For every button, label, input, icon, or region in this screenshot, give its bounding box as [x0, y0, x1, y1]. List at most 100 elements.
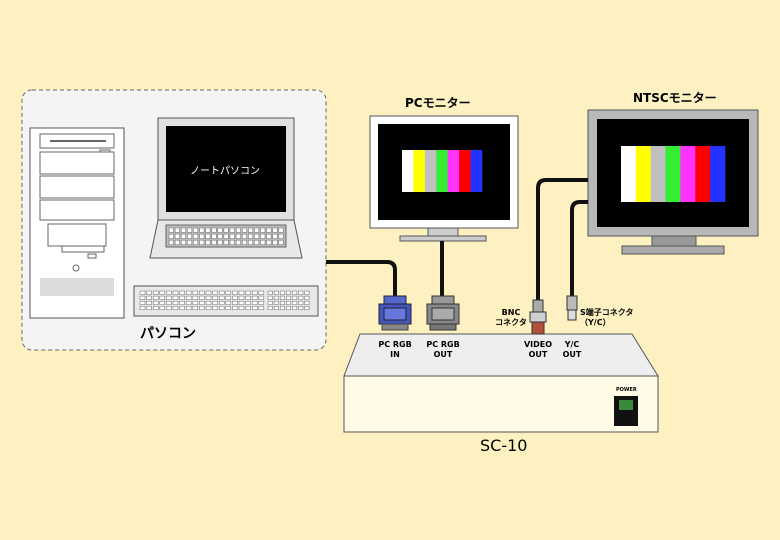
key: [260, 233, 266, 239]
key: [180, 227, 186, 233]
ntsc-monitor-color-bars: [621, 146, 726, 202]
key: [272, 227, 278, 233]
key: [241, 227, 247, 233]
key: [251, 295, 258, 300]
key: [272, 233, 278, 239]
cables: [326, 178, 588, 300]
key: [232, 300, 238, 305]
key: [199, 290, 205, 295]
key: [211, 227, 217, 233]
key: [235, 227, 241, 233]
key: [258, 295, 265, 300]
key: [304, 306, 310, 311]
key: [159, 300, 166, 305]
key: [279, 290, 285, 295]
key: [159, 295, 166, 300]
key: [225, 290, 232, 295]
key: [238, 306, 245, 311]
s-terminal-label: S端子コネクタ （Y/C）: [580, 308, 633, 328]
key: [146, 300, 152, 305]
key: [278, 239, 284, 245]
key: [193, 227, 199, 233]
key: [278, 227, 284, 233]
bnc-line2: コネクタ: [495, 318, 527, 327]
key: [235, 239, 241, 245]
key: [278, 233, 284, 239]
color-bar: [665, 146, 681, 202]
color-bar: [459, 150, 471, 192]
key: [218, 290, 225, 295]
key: [168, 227, 174, 233]
key: [292, 306, 298, 311]
key: [292, 295, 298, 300]
key: [273, 306, 279, 311]
key: [266, 239, 272, 245]
key: [185, 290, 192, 295]
s-terminal-line2: （Y/C）: [580, 318, 611, 327]
s-terminal-line1: S端子コネクタ: [580, 308, 634, 317]
bnc-line1: BNC: [501, 308, 521, 317]
key: [235, 233, 241, 239]
key: [192, 295, 199, 300]
key: [298, 290, 304, 295]
pc-rgb-in-line1: PC RGB: [378, 340, 412, 349]
key: [152, 290, 159, 295]
key: [205, 239, 211, 245]
key: [174, 227, 180, 233]
key: [248, 233, 254, 239]
key: [168, 239, 174, 245]
key: [272, 239, 278, 245]
key: [254, 227, 260, 233]
yc-out-label: Y/C OUT: [556, 340, 588, 360]
key: [174, 233, 180, 239]
key: [139, 295, 146, 300]
key: [258, 290, 265, 295]
key: [273, 295, 279, 300]
key: [211, 233, 217, 239]
s-terminal-connector: [566, 295, 578, 321]
key: [245, 300, 251, 305]
pc-monitor-label: PCモニター: [405, 96, 471, 110]
key: [218, 295, 225, 300]
notebook-screen-label: ノートパソコン: [190, 166, 260, 177]
notebook-pc: [149, 117, 303, 259]
key: [251, 300, 258, 305]
color-bar: [710, 146, 726, 202]
key: [152, 300, 159, 305]
key: [251, 290, 258, 295]
key: [152, 295, 159, 300]
keyboard-keys: [139, 290, 310, 311]
key: [223, 239, 229, 245]
key: [304, 290, 310, 295]
key: [232, 295, 238, 300]
key: [146, 290, 152, 295]
key: [298, 306, 304, 311]
key: [179, 290, 185, 295]
key: [212, 306, 218, 311]
ntsc-monitor-label: NTSCモニター: [633, 91, 717, 105]
pc-rgb-in-label: PC RGB IN: [372, 340, 418, 360]
key: [172, 290, 179, 295]
key: [199, 300, 205, 305]
key: [286, 306, 292, 311]
color-bar: [470, 150, 483, 192]
key: [205, 233, 211, 239]
key: [225, 295, 232, 300]
key: [211, 239, 217, 245]
key: [205, 295, 212, 300]
key: [185, 300, 192, 305]
key: [218, 306, 225, 311]
key: [238, 295, 245, 300]
key: [172, 300, 179, 305]
key: [260, 227, 266, 233]
key: [258, 306, 265, 311]
key: [304, 300, 310, 305]
key: [248, 227, 254, 233]
key: [139, 306, 146, 311]
key: [232, 306, 238, 311]
key: [248, 239, 254, 245]
key: [223, 227, 229, 233]
yc-out-line2: OUT: [562, 350, 582, 359]
